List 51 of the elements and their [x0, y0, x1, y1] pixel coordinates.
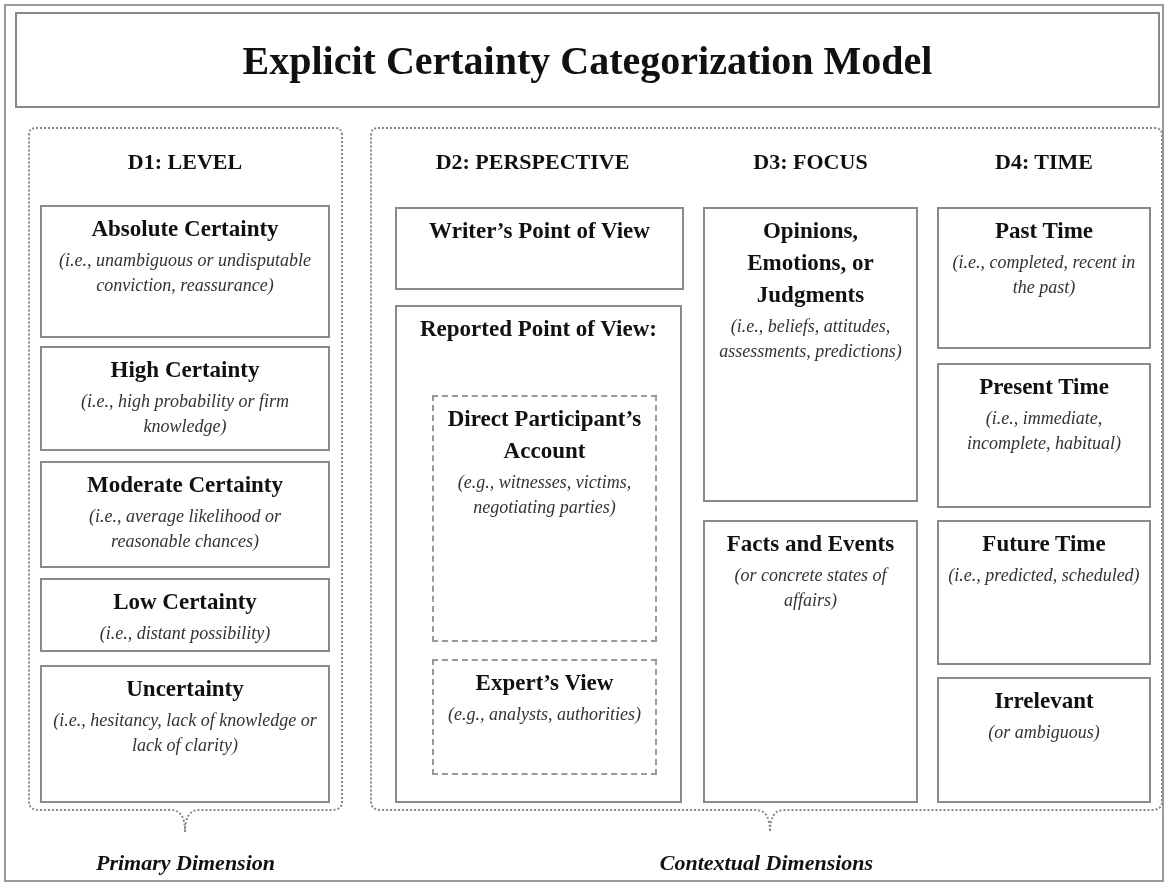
category-box [937, 520, 1151, 665]
subcategory-box [432, 659, 657, 775]
box-heading: Opinions, Emotions, or Judgments [746, 217, 875, 309]
category-box [395, 305, 682, 803]
box-note: (i.e., predicted, scheduled) [948, 564, 1140, 587]
box-heading: Facts and Events [726, 530, 895, 558]
category-box [937, 363, 1151, 508]
box-note: (i.e., unambiguous or undisputable conviction, reassurance) [58, 249, 312, 297]
box-note: (i.e., completed, recent in the past) [951, 251, 1137, 299]
category-box [937, 207, 1151, 349]
category-box [40, 346, 330, 451]
box-heading: Future Time [982, 530, 1106, 558]
box-note: (i.e., high probability or firm knowledge) [80, 390, 290, 438]
box-heading: Present Time [979, 373, 1109, 401]
box-heading: Uncertainty [126, 675, 244, 703]
box-note: (or concrete states of affairs) [733, 564, 890, 612]
box-heading: Expert’s View [475, 669, 614, 697]
box-note: (i.e., beliefs, attitudes, assessments, predictions) [718, 315, 903, 363]
category-box [40, 205, 330, 338]
box-heading: Moderate Certainty [86, 471, 284, 499]
box-heading: Past Time [994, 217, 1094, 245]
box-note: (e.g., analysts, authorities) [448, 703, 641, 726]
category-box [703, 520, 918, 803]
group-label: Primary Dimension [94, 849, 277, 877]
box-note: (i.e., hesitancy, lack of knowledge or lack of clarity) [52, 709, 318, 757]
category-box [40, 461, 330, 568]
box-heading: High Certainty [110, 356, 260, 384]
box-note: (i.e., distant possibility) [99, 622, 271, 645]
subcategory-box [432, 395, 657, 642]
box-heading: Direct Participant’s Account [446, 405, 643, 465]
box-note: (e.g., witnesses, victims, negotiating parties) [456, 471, 633, 519]
category-box [937, 677, 1151, 803]
box-note: (i.e., immediate, incomplete, habitual) [966, 407, 1122, 455]
header-text: D1: LEVEL [127, 148, 243, 176]
title-banner: Explicit Certainty Categorization Model [15, 12, 1160, 108]
box-note: (or ambiguous) [988, 721, 1100, 744]
box-heading: Reported Point of View: [420, 315, 657, 343]
category-box [703, 207, 918, 502]
category-box [40, 578, 330, 652]
box-heading: Absolute Certainty [91, 215, 279, 243]
box-heading: Writer’s Point of View [429, 217, 650, 245]
category-box [395, 207, 684, 290]
header-text: D4: TIME [995, 148, 1093, 176]
dimension-group [28, 127, 343, 878]
box-heading: Low Certainty [113, 588, 257, 616]
box-heading: Irrelevant [994, 687, 1094, 715]
box-note: (i.e., average likelihood or reasonable chances) [88, 505, 282, 553]
group-label: Contextual Dimensions [658, 849, 875, 877]
category-box [40, 665, 330, 803]
header-text: D3: FOCUS [753, 148, 868, 176]
header-text: D2: PERSPECTIVE [435, 148, 630, 176]
